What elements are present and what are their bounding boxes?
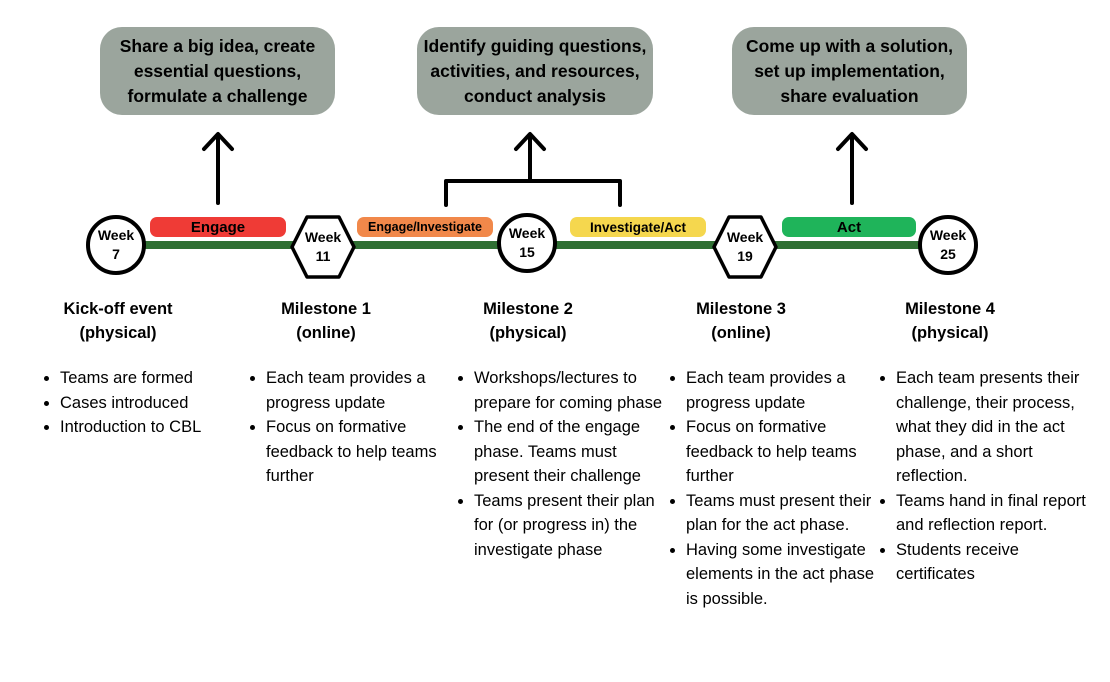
week-7-node: Week 7 [86,215,146,275]
milestone-1-title: Milestone 1 (online) [281,300,371,342]
week-11-node: Week 11 [290,214,356,280]
hexagon-shape [712,215,778,279]
list-item: Focus on formative feedback to help team… [266,415,462,489]
week-15-label: Week [508,225,546,241]
week-15-node: Week 15 [497,213,557,273]
investigate-description-text: Identify guiding questions, activities, … [423,35,647,106]
week-19-node: Week 19 [712,214,778,280]
list-item: Teams present their plan for (or progres… [474,489,670,563]
list-item: Introduction to CBL [60,415,256,440]
list-item: Each team presents their challenge, thei… [896,366,1092,489]
hexagon-shape [290,215,356,279]
milestone-kickoff-list: Teams are formed Cases introduced Introd… [38,366,256,440]
week-19-label: Week [726,229,764,245]
phase-engage-investigate-label: Engage/Investigate [368,220,482,234]
milestone-4-list: Each team presents their challenge, thei… [874,366,1092,587]
week-7-number: 7 [112,246,120,262]
week-25-label: Week [929,227,967,243]
milestone-kickoff-title: Kick-off event (physical) [63,300,173,342]
act-description-box: Come up with a solution, set up implemen… [732,27,967,115]
phase-investigate-act-label: Investigate/Act [589,219,687,235]
list-item: Cases introduced [60,391,256,416]
act-arrow [836,132,868,205]
investigate-description-box: Identify guiding questions, activities, … [417,27,653,115]
engage-arrow [202,132,234,205]
engage-description-text: Share a big idea, create essential quest… [119,35,316,106]
list-item: Teams hand in final report and reflectio… [896,489,1092,538]
milestone-4-title: Milestone 4 (physical) [905,300,995,342]
list-item: Workshops/lectures to prepare for coming… [474,366,670,415]
phase-investigate-act-pill: Investigate/Act [570,217,706,237]
milestone-3-title: Milestone 3 (online) [696,300,786,342]
week-7-label: Week [97,227,135,243]
phase-act-label: Act [836,218,862,236]
phase-engage-pill: Engage [150,217,286,237]
milestone-1-list: Each team provides a progress update Foc… [244,366,462,489]
phase-engage-investigate-pill: Engage/Investigate [357,217,493,237]
week-25-node: Week 25 [918,215,978,275]
milestone-2-list: Workshops/lectures to prepare for coming… [452,366,670,562]
engage-description-box: Share a big idea, create essential quest… [100,27,335,115]
week-11-number: 11 [315,248,331,264]
milestone-2-title: Milestone 2 (physical) [483,300,573,342]
list-item: The end of the engage phase. Teams must … [474,415,670,489]
act-description-text: Come up with a solution, set up implemen… [745,35,954,106]
list-item: Each team provides a progress update [686,366,882,415]
list-item: Teams are formed [60,366,256,391]
list-item: Having some investigate elements in the … [686,538,882,612]
phase-act-pill: Act [782,217,916,237]
milestone-3-list: Each team provides a progress update Foc… [664,366,882,611]
investigate-bracket-arrow [444,132,622,207]
week-25-number: 25 [940,246,956,262]
list-item: Each team provides a progress update [266,366,462,415]
list-item: Focus on formative feedback to help team… [686,415,882,489]
week-19-number: 19 [737,248,753,264]
list-item: Students receive certificates [896,538,1092,587]
week-15-number: 15 [519,244,535,260]
week-11-label: Week [304,229,342,245]
list-item: Teams must present their plan for the ac… [686,489,882,538]
phase-engage-label: Engage [190,218,246,236]
